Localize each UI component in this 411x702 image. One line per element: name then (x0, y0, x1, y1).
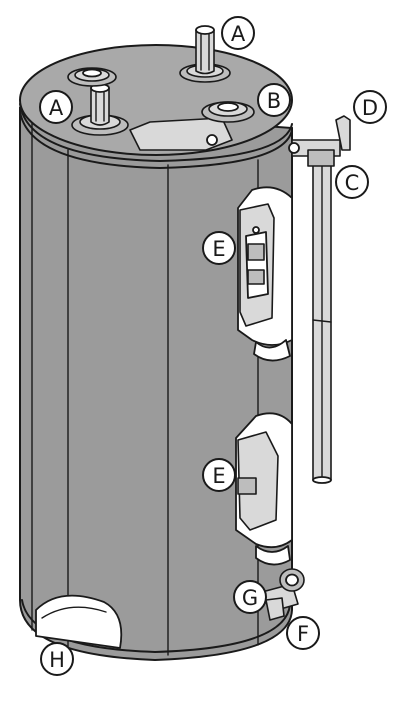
callout-b-label: B (267, 89, 281, 113)
top-fitting-left (67, 67, 117, 87)
callout-f: F (286, 616, 320, 650)
callout-f-label: F (297, 622, 309, 646)
lower-access-panel (235, 412, 293, 566)
relief-valve-assembly (288, 115, 351, 484)
callout-a-left-label: A (49, 96, 64, 120)
callout-c-label: C (345, 171, 360, 195)
callout-a-left: A (39, 90, 73, 124)
bottom-access-opening (35, 594, 123, 649)
cold-inlet-nipple (179, 25, 231, 83)
callout-e-upper: E (202, 231, 236, 265)
callout-e-lower-label: E (212, 464, 225, 488)
callout-e-upper-label: E (212, 237, 225, 261)
anode-rod-fitting (201, 101, 255, 123)
callout-c: C (335, 165, 369, 199)
upper-access-panel (237, 186, 293, 362)
tank-body (19, 103, 293, 662)
callout-a-top: A (221, 16, 255, 50)
callout-d: D (353, 90, 387, 124)
callout-g-label: G (242, 586, 258, 610)
drain-valve (261, 568, 305, 621)
hot-outlet-nipple (71, 83, 129, 136)
callout-d-label: D (362, 96, 378, 120)
callout-h-label: H (49, 648, 65, 672)
callout-g: G (233, 580, 267, 614)
callout-e-lower: E (202, 458, 236, 492)
callout-a-top-label: A (231, 22, 246, 46)
callout-b: B (257, 83, 291, 117)
callout-h: H (40, 642, 74, 676)
